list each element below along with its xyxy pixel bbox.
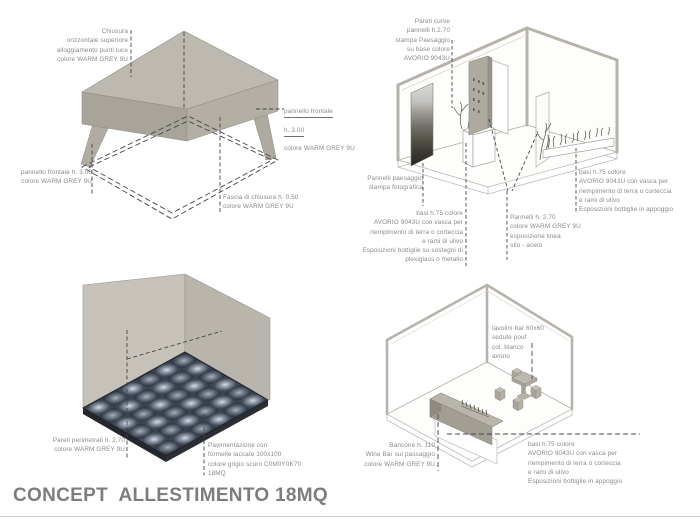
right-wall	[184, 273, 271, 401]
bottle-panel-side	[487, 55, 493, 129]
wall-beams	[385, 283, 574, 416]
label-bar-bases-leaning: basi h.75 colore AVORIO 9043U con vasca …	[528, 441, 623, 486]
wall-beams	[396, 26, 619, 162]
olive-branches	[536, 122, 552, 161]
label-displays-bases-plexiglass: basi h.75 colore AVORIO 9043U con vasca …	[362, 210, 463, 264]
label-displays-bases-leaning: basi h.75 colore AVORIO 9043U con vasca …	[579, 169, 674, 214]
bar-room-figure	[385, 283, 640, 471]
label-canopy-front-panel-left: pannello frontale h. 3.00 colore WARM GR…	[20, 169, 92, 186]
label-bar-tables: tavolini bar 60x60 sedute pouf col. bian…	[492, 325, 544, 360]
pouf	[512, 397, 524, 411]
displays-room-figure	[396, 26, 619, 266]
label-canopy-closing-band: Fascia di chiusura h. 0.50 colore WARM G…	[223, 194, 299, 211]
canopy-floor-outline	[81, 115, 279, 220]
planter	[542, 137, 615, 159]
label-floor-perimeter-walls: Pareti perimetrali h. 2,70 colore WARM G…	[52, 437, 125, 454]
floor-plinth	[166, 400, 268, 462]
canopy-fascia-right	[186, 79, 279, 142]
photo-panel	[410, 82, 434, 167]
bottom-divider	[0, 516, 700, 517]
bar-room-leaders	[437, 343, 640, 471]
displays-leaders	[422, 40, 577, 266]
olive-branches	[547, 126, 610, 149]
label-bar-counter: Bancone h. 110 Wine Bar sul passaggio co…	[364, 442, 435, 468]
bar-table	[511, 371, 538, 400]
label-displays-curved-walls: Pareti curve pannelli h.2.70 stampa Paes…	[395, 18, 450, 63]
bottles-on-panel	[473, 78, 485, 113]
pouf	[494, 387, 506, 401]
olive-branches	[453, 101, 477, 130]
bottles-on-bar	[460, 399, 490, 418]
floor-room-leaders	[126, 330, 223, 475]
pouf	[530, 385, 542, 399]
bottle-panel	[468, 55, 489, 136]
page-title: CONCEPT ALLESTIMENTO 18MQ	[13, 485, 328, 506]
label-canopy-front-panel-right: pannello frontale h. 3.00 colore WARM GR…	[284, 108, 355, 153]
floor-room-figure	[82, 273, 271, 475]
floor-tiles	[83, 351, 269, 457]
floor-edge	[82, 351, 269, 457]
label-displays-landscape-panels: Pannelli paesaggio stampa fotografica	[367, 175, 423, 192]
canopy-figure	[80, 30, 284, 220]
canopy-leaders	[91, 30, 284, 212]
label-canopy-top-cover: Chiusura orizzontale superiore alloggiam…	[56, 28, 128, 63]
branch-display-panel	[535, 91, 550, 168]
floor-plinth	[83, 408, 166, 462]
bar-counter-top	[429, 392, 504, 428]
label-floor-flooring: Pavimentazione con formelle laccate 100x…	[208, 442, 302, 477]
label-displays-oil-vinegar-panels: Pannelli h. 2.70 colore WARM GREY 9U esp…	[510, 214, 581, 249]
